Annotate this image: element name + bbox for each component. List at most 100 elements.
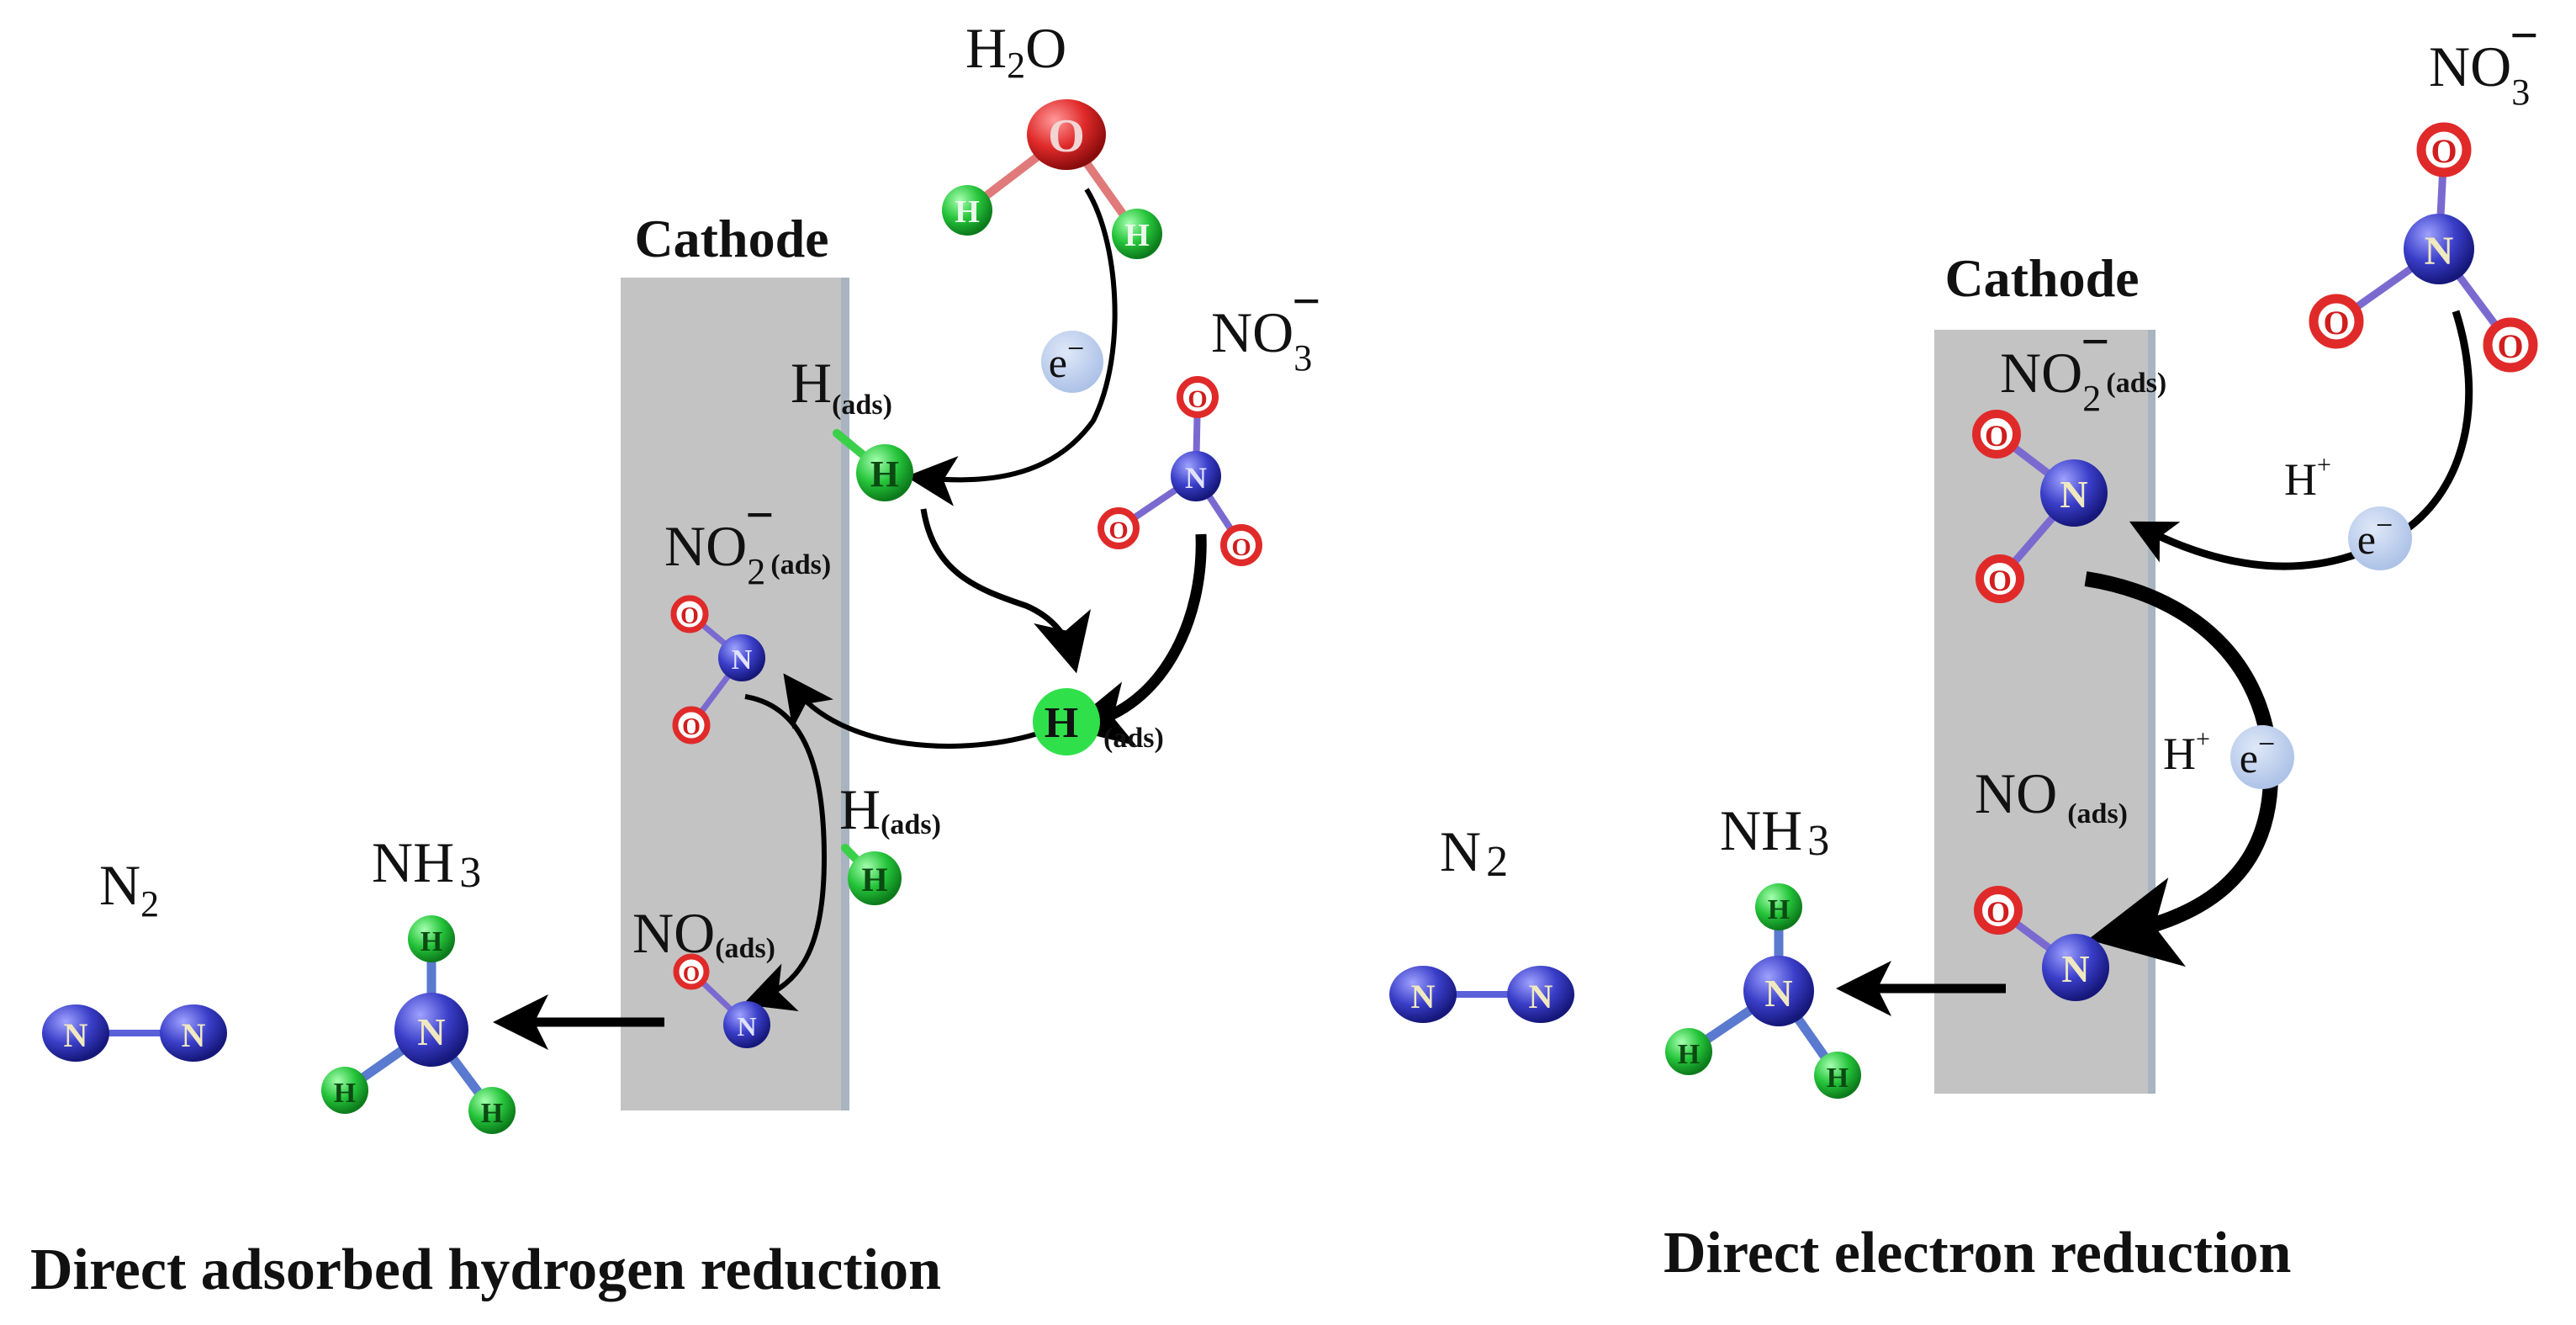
svg-text:O: O: [2431, 132, 2457, 170]
svg-text:O: O: [1231, 533, 1251, 561]
label-nitrate: NO3−: [2429, 8, 2538, 113]
nh3-nitrogen-atom: [394, 993, 468, 1067]
nitrite-oxygen-atom: [1972, 410, 2021, 458]
n2-nitrogen-atom: [42, 1004, 109, 1062]
n2-nitrogen-atom: [160, 1004, 227, 1062]
svg-text:O: O: [683, 962, 700, 986]
svg-text:O: O: [2323, 304, 2349, 342]
label-nitrogen: N2: [99, 853, 159, 925]
svg-text:N: N: [64, 1016, 88, 1054]
svg-text:N: N: [732, 644, 753, 676]
svg-text:H: H: [334, 1078, 356, 1109]
left-cathode-edge: [841, 278, 849, 1110]
svg-text:N: N: [1185, 461, 1207, 495]
label-nitrite-ads: NO2−(ads): [2000, 314, 2166, 419]
nitrite-oxygen-atom: [1976, 554, 2024, 603]
right-atoms: O O O N e− O O N e− O N: [1389, 122, 2538, 1099]
label-proton-1: H+: [2284, 451, 2331, 505]
label-no-ads: NO(ads): [632, 901, 775, 965]
svg-text:N: N: [1529, 978, 1553, 1015]
svg-text:O: O: [1048, 110, 1085, 162]
svg-text:N: N: [182, 1016, 206, 1054]
svg-text:H: H: [1678, 1039, 1700, 1070]
left-panel-title: Direct adsorbed hydrogen reduction: [30, 1238, 941, 1302]
nitrate-oxygen-atom: [1220, 524, 1262, 566]
label-hads-1: H(ads): [791, 351, 892, 421]
right-panel-title: Direct electron reduction: [1664, 1221, 2291, 1285]
no-oxygen-atom: [1974, 886, 2023, 935]
svg-text:O: O: [1986, 895, 2010, 929]
svg-text:O: O: [1988, 564, 2012, 597]
nh3-nitrogen-atom: [1743, 956, 1814, 1026]
svg-text:H: H: [870, 453, 899, 495]
svg-text:H: H: [1768, 894, 1790, 925]
arrow-hads-to-hads2: [920, 508, 1092, 674]
no-nitrogen-atom: [723, 1001, 770, 1048]
nitrate-nitrogen-atom: [1171, 451, 1221, 501]
water-hydrogen-atom: [1112, 209, 1162, 259]
left-cathode-label: Cathode: [634, 209, 828, 268]
svg-text:H: H: [481, 1098, 503, 1129]
nitrate-oxygen-atom: [2483, 317, 2538, 373]
svg-text:H: H: [1124, 218, 1150, 253]
right-electron-1: [2348, 506, 2412, 570]
nitrite-oxygen-atom: [670, 595, 709, 633]
label-water: H2O: [965, 16, 1066, 86]
svg-text:O: O: [680, 603, 699, 629]
right-cathode-edge: [2148, 330, 2155, 1094]
nitrate-oxygen-atom: [2309, 294, 2364, 349]
label-no-ads: NO(ads): [1975, 761, 2128, 829]
svg-text:e−: e−: [2357, 508, 2394, 563]
svg-text:e−: e−: [1049, 331, 1085, 386]
nitrate-oxygen-atom: [2416, 122, 2472, 178]
arrow-hads2-to-nitrite: [783, 673, 1044, 749]
right-electron-2: [2230, 725, 2294, 789]
nitrate-oxygen-atom: [1098, 507, 1140, 549]
arrow-nitrate-to-hads2: [1065, 533, 1207, 746]
left-electron: [1041, 331, 1103, 393]
svg-text:H: H: [1827, 1063, 1849, 1094]
label-nitrite-ads: NO2−(ads): [664, 487, 831, 592]
n2-nitrogen-atom: [1507, 966, 1574, 1023]
svg-text:H: H: [421, 926, 442, 957]
label-nitrate: NO3−: [1211, 273, 1320, 379]
hads-hydrogen-atom-2: [1033, 688, 1100, 755]
nh3-hydrogen-atom: [408, 915, 455, 962]
left-atoms: O H H e− H O O O N H O: [42, 99, 1262, 1134]
svg-text:O: O: [1985, 419, 2008, 453]
svg-text:N: N: [2061, 947, 2089, 990]
nh3-hydrogen-atom: [468, 1087, 516, 1134]
nh3-hydrogen-atom: [1665, 1028, 1712, 1075]
nitrate-oxygen-atom: [1177, 376, 1219, 418]
nh3-hydrogen-atom: [321, 1067, 368, 1114]
hads-hydrogen-atom-3: [848, 851, 902, 905]
nh3-hydrogen-atom: [1755, 883, 1802, 930]
nitrate-nitrogen-atom: [2404, 214, 2474, 284]
svg-text:O: O: [2497, 327, 2523, 365]
left-panel: Cathode: [30, 16, 1320, 1302]
right-cathode-label: Cathode: [1944, 248, 2139, 308]
n2-nitrogen-atom: [1389, 966, 1457, 1023]
svg-text:N: N: [737, 1011, 756, 1041]
svg-text:N: N: [1411, 978, 1436, 1015]
nitrite-nitrogen-atom: [2040, 459, 2108, 527]
label-hads-2: (ads): [1103, 723, 1164, 754]
left-labels: H2O H(ads) NO3− NO2−(ads) (ads) H(ads) N…: [99, 16, 1320, 965]
svg-text:N: N: [2060, 473, 2087, 516]
svg-text:O: O: [1187, 385, 1207, 413]
hads-hydrogen-atom: [856, 444, 913, 501]
svg-text:H: H: [955, 194, 980, 230]
label-hads-3: H(ads): [839, 777, 941, 841]
water-oxygen-atom: [1027, 99, 1106, 170]
arrow-nitrite-to-no: [743, 694, 828, 1011]
svg-text:N: N: [1764, 972, 1792, 1015]
no-oxygen-atom: [673, 953, 710, 990]
svg-text:H: H: [1045, 699, 1078, 747]
nh3-hydrogen-atom: [1814, 1052, 1861, 1099]
label-proton-2: H+: [2163, 725, 2210, 779]
svg-text:N: N: [2425, 229, 2454, 273]
